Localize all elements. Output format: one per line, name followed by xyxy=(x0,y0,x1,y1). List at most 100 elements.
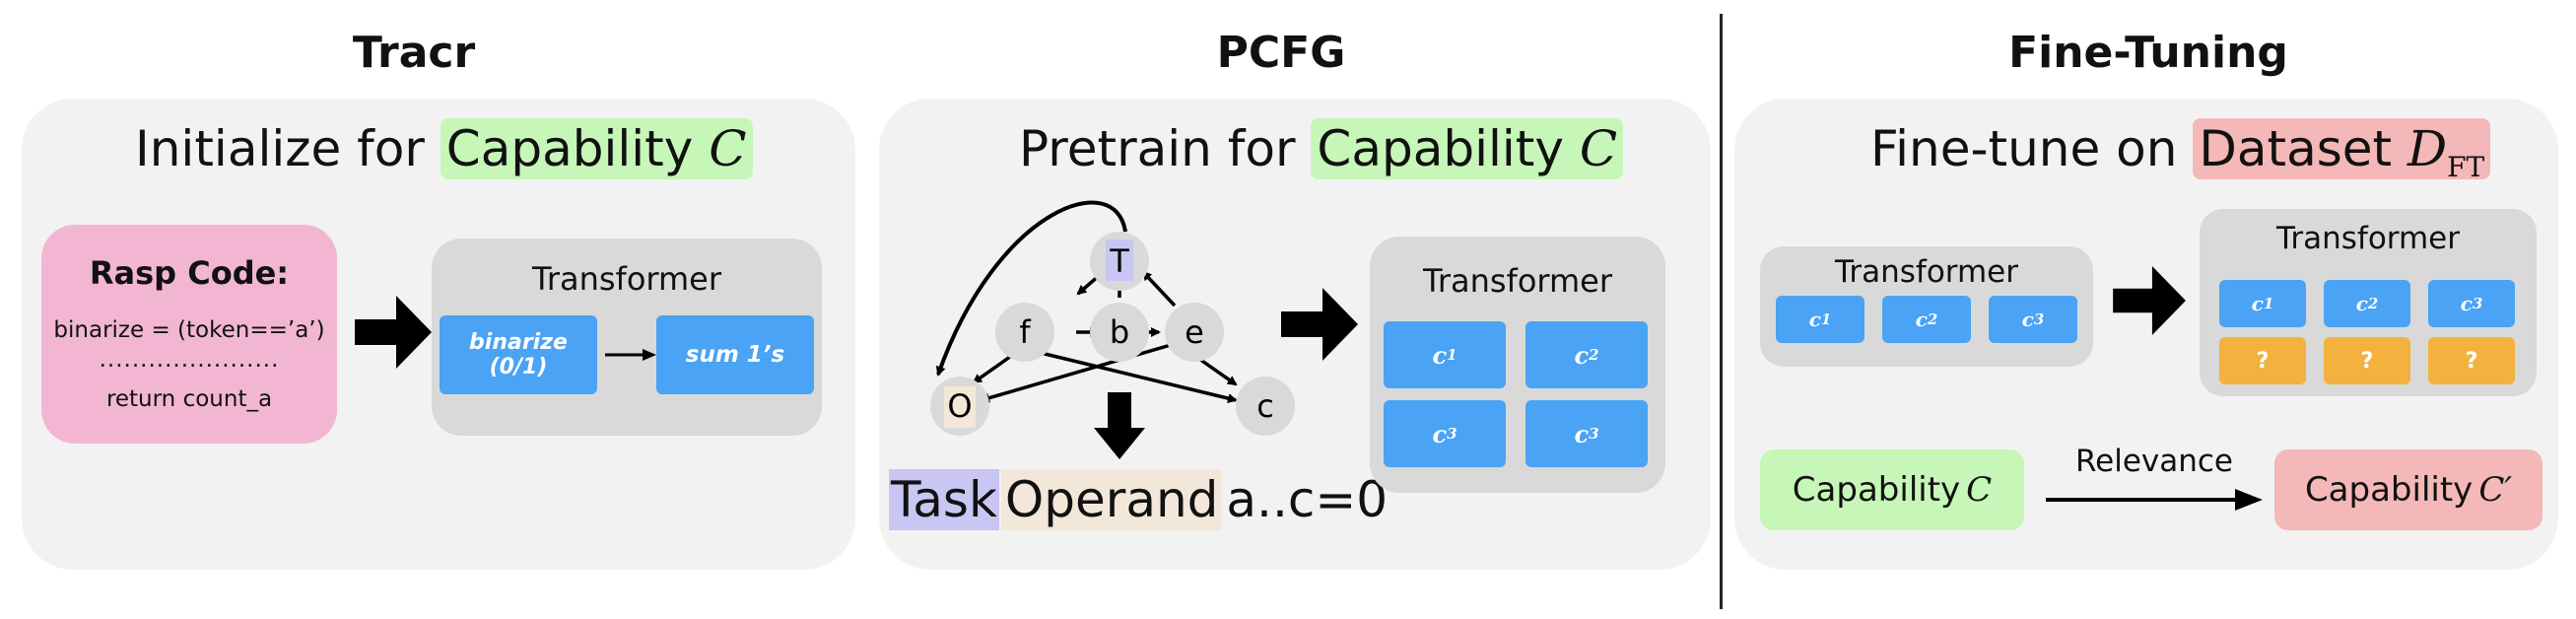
pcfg-block-c3-left-sub: 3 xyxy=(1447,425,1457,443)
pcfg-heading-highlight: Capability C xyxy=(1311,118,1624,179)
pcfg-panel: Pretrain for Capability C xyxy=(879,99,1711,570)
tracr-transformer-label: Transformer xyxy=(531,260,721,298)
finetune-heading-sub: FT xyxy=(2447,151,2485,183)
finetune-left-block-c3-sub: 3 xyxy=(2033,310,2045,328)
finetune-right-block-c1-sub: 1 xyxy=(2263,295,2274,312)
finetune-heading-highlight-text: Dataset xyxy=(2199,120,2408,177)
finetune-unknown-block-2: ? xyxy=(2324,337,2410,384)
finetune-unknown-block-3: ? xyxy=(2428,337,2515,384)
capability-c-box: Capability C xyxy=(1760,449,2024,530)
finetune-heading-highlight: Dataset DFT xyxy=(2193,118,2491,183)
tracr-thick-arrow xyxy=(355,296,432,369)
pcfg-block-c3-right-letter: c xyxy=(1574,419,1590,448)
node-T-highlight xyxy=(1106,240,1133,281)
rasp-title: Rasp Code: xyxy=(89,254,290,292)
finetune-right-block-c1-letter: c xyxy=(2251,292,2264,315)
tracr-heading-highlight: Capability C xyxy=(440,118,753,179)
edge-e-T xyxy=(1141,270,1177,308)
finetune-unknown-block-1: ? xyxy=(2219,337,2306,384)
capability-c-text: Capability xyxy=(1792,470,1961,510)
pcfg-block-c3-left-letter: c xyxy=(1432,419,1448,448)
tracr-heading: Initialize for Capability C xyxy=(135,118,753,179)
capability-c-prime-box: Capability C′ xyxy=(2274,449,2542,530)
equation-label: a..c=0 xyxy=(1226,471,1389,528)
node-c-circle xyxy=(1236,377,1295,436)
pcfg-heading-highlight-text: Capability xyxy=(1317,120,1580,177)
edge-T-O-curve xyxy=(935,200,1127,377)
relevance-label: Relevance xyxy=(2074,444,2233,479)
tracr-heading-prefix: Initialize for xyxy=(135,120,441,177)
finetune-right-transformer-label: Transformer xyxy=(2275,221,2460,256)
tracr-heading-var: C xyxy=(709,120,747,177)
pcfg-down-arrow xyxy=(1094,392,1145,459)
finetune-heading-prefix: Fine-tune on xyxy=(1870,120,2194,177)
finetune-right-block-c3-sub: 3 xyxy=(2472,295,2483,312)
finetune-right-block-c3-letter: c xyxy=(2460,292,2473,315)
capability-c-var: C xyxy=(1966,470,1993,510)
rasp-code-box: Rasp Code: binarize = (token==’a’) .....… xyxy=(41,225,337,444)
section-divider xyxy=(1720,14,1723,609)
rasp-line-binarize: binarize = (token==’a’) xyxy=(53,317,325,343)
finetune-right-block-c2-sub: 2 xyxy=(2367,295,2379,312)
pcfg-thick-arrow xyxy=(1281,288,1358,361)
node-T-label: T xyxy=(1109,242,1129,280)
capability-c-prime-text: Capability xyxy=(2304,470,2474,510)
node-e-circle xyxy=(1165,303,1224,362)
node-f-label: f xyxy=(1019,313,1031,351)
capability-c-prime-var: C′ xyxy=(2478,470,2513,510)
finetune-left-block-c2-letter: c xyxy=(1915,308,1928,331)
title-finetune: Fine-Tuning xyxy=(2008,28,2288,78)
finetune-left-transformer-label: Transformer xyxy=(1834,254,2018,290)
node-O-highlight xyxy=(944,386,976,428)
pcfg-heading-prefix: Pretrain for xyxy=(1019,120,1312,177)
pcfg-heading-var: C xyxy=(1579,120,1618,177)
pcfg-grammar-graph: T f b e O c xyxy=(930,200,1295,459)
finetune-heading: Fine-tune on Dataset DFT xyxy=(1870,118,2491,183)
title-pcfg: PCFG xyxy=(1216,28,1346,78)
node-e-label: e xyxy=(1185,313,1204,351)
pcfg-block-c2-sub: 2 xyxy=(1589,346,1599,364)
finetune-right-block-c2-letter: c xyxy=(2355,292,2368,315)
operand-label: Operand xyxy=(1000,469,1223,530)
node-f-circle xyxy=(995,303,1054,362)
finetune-left-block-c1-sub: 1 xyxy=(1820,310,1832,328)
tracr-block-sum: sum 1’s xyxy=(656,315,814,394)
tracr-transformer-box: Transformer binarize (0/1) sum 1’s xyxy=(432,239,822,436)
finetune-left-block-c1-letter: c xyxy=(1808,308,1821,331)
title-tracr: Tracr xyxy=(352,28,476,78)
finetune-heading-var: D xyxy=(2407,120,2448,177)
pcfg-block-c2-letter: c xyxy=(1574,340,1590,370)
edge-f-c xyxy=(1040,351,1238,403)
finetune-left-block-c2-sub: 2 xyxy=(1927,310,1938,328)
node-b-circle xyxy=(1090,303,1149,362)
tracr-block-binarize: binarize (0/1) xyxy=(440,315,597,394)
tracr-heading-highlight-text: Capability xyxy=(445,120,710,177)
pcfg-transformer-label: Transformer xyxy=(1422,262,1612,300)
pcfg-heading: Pretrain for Capability C xyxy=(1019,118,1624,179)
node-c-label: c xyxy=(1256,387,1274,425)
node-b-label: b xyxy=(1110,313,1129,351)
finetune-left-block-c3-letter: c xyxy=(2021,308,2034,331)
relevance-arrow xyxy=(2046,489,2263,511)
rasp-dots: ...................... xyxy=(99,347,280,373)
rasp-line-return: return count_a xyxy=(105,386,273,412)
task-label: Task xyxy=(889,469,999,530)
pcfg-block-c1-letter: c xyxy=(1432,340,1448,370)
tracr-panel: Initialize for Capability C Rasp Code: b… xyxy=(22,99,855,570)
edge-e-c xyxy=(1194,355,1238,386)
pcfg-block-c3-right-sub: 3 xyxy=(1589,425,1599,443)
